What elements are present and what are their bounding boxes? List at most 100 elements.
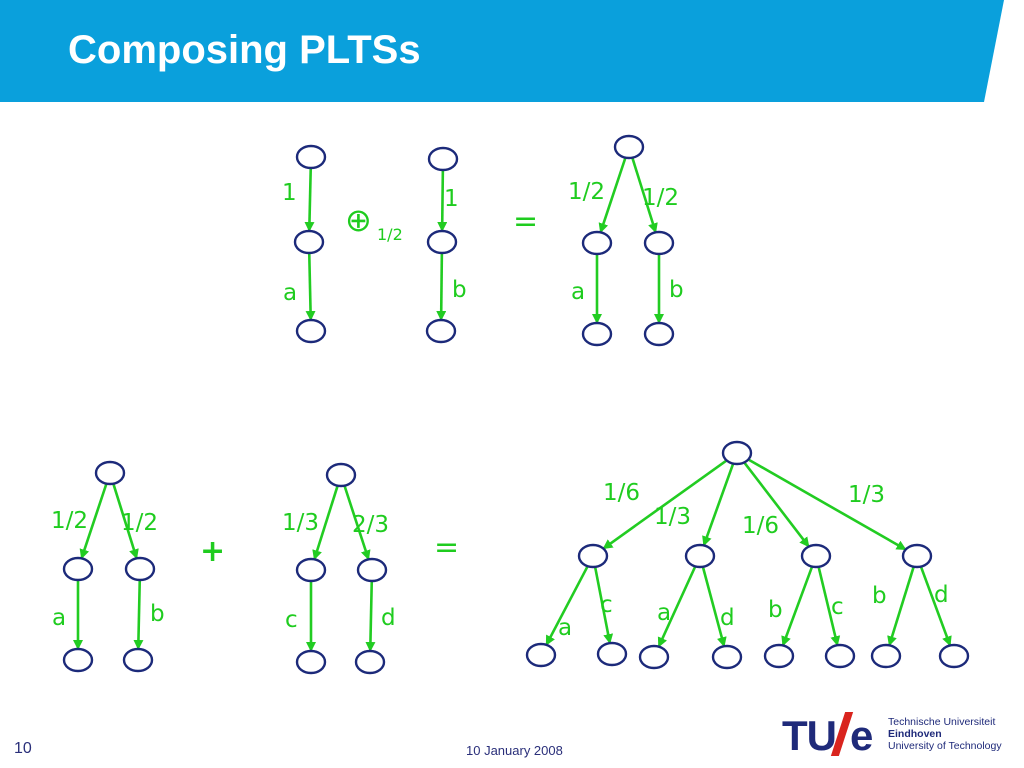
edge-result-d1 <box>701 566 727 648</box>
state-node-g1 <box>525 642 557 668</box>
label-result-prob-3: 1/6 <box>742 513 779 539</box>
label-b2-prob-right: 2/3 <box>352 512 389 538</box>
edge-result-b1 <box>781 566 814 647</box>
plus-operator: + <box>200 534 225 569</box>
label-result-leaf-8: d <box>934 582 949 608</box>
slide-title: Composing PLTSs <box>68 28 421 72</box>
logo-line-2: Eindhoven <box>888 728 942 740</box>
state-node-m1 <box>577 543 609 569</box>
state-node-t3rl <box>643 321 675 347</box>
label-top-result-prob-right: 1/2 <box>642 185 679 211</box>
edge-result-m1 <box>602 459 728 550</box>
edge-top-result-right <box>631 157 658 234</box>
tue-logo: TU e Technische Universiteit Eindhoven U… <box>780 712 1020 762</box>
logo-mark: TU <box>782 712 837 759</box>
state-node-g2 <box>596 641 628 667</box>
state-node-b2rr <box>356 557 388 583</box>
edge-b1-right <box>112 483 139 560</box>
label-b1-prob-right: 1/2 <box>121 510 158 536</box>
state-node-m3 <box>800 543 832 569</box>
operator-subscript: 1/2 <box>377 225 403 244</box>
footer-date: 10 January 2008 <box>466 743 563 758</box>
label-result-prob-4: 1/3 <box>848 482 885 508</box>
state-node-g8 <box>938 643 970 669</box>
state-node-b1rr <box>124 556 156 582</box>
edge-top-right-b <box>436 252 447 322</box>
edge-b2-right <box>343 485 371 561</box>
state-node-b2r <box>325 462 357 488</box>
label-b1-action-left: a <box>52 605 66 631</box>
state-node-b1ll <box>62 647 94 673</box>
state-node-t1c <box>295 318 327 344</box>
state-node-t1a <box>295 144 327 170</box>
equals-bottom: = <box>434 530 459 565</box>
logo-line-1: Technische Universiteit <box>888 716 996 728</box>
state-node-g7 <box>870 643 902 669</box>
edge-result-b2 <box>887 566 915 647</box>
logo-line-3: University of Technology <box>888 740 1002 752</box>
label-top-right-action: b <box>452 277 467 303</box>
state-node-m2 <box>684 543 716 569</box>
edge-result-d2 <box>919 566 952 647</box>
state-node-t2c <box>425 318 457 344</box>
label-result-leaf-5: b <box>768 597 783 623</box>
label-result-leaf-6: c <box>831 594 844 620</box>
state-node-t3rr <box>643 230 675 256</box>
edge-result-c1 <box>593 566 614 645</box>
state-node-t3l <box>581 230 613 256</box>
edge-top-right-1 <box>437 169 448 233</box>
edge-result-m4 <box>747 458 907 551</box>
edge-b1-b <box>133 579 144 651</box>
state-node-t2a <box>427 146 459 172</box>
label-top-left-action: a <box>283 280 297 306</box>
state-node-m4 <box>901 543 933 569</box>
edge-top-result-left <box>598 157 627 234</box>
state-node-b1rl <box>122 647 154 673</box>
state-node-t3r <box>613 134 645 160</box>
edge-result-a2 <box>657 565 697 648</box>
label-result-prob-2: 1/3 <box>654 504 691 530</box>
page-number: 10 <box>14 740 32 757</box>
state-node-b1r <box>94 460 126 486</box>
edge-result-m2 <box>702 463 735 547</box>
state-node-r <box>721 440 753 466</box>
edge-top-left-a <box>305 252 316 322</box>
label-top-right-prob: 1 <box>444 186 459 212</box>
operator-oplus: ⊕ <box>345 201 372 239</box>
edge-result-c2 <box>817 566 841 647</box>
label-result-leaf-2: c <box>600 592 613 618</box>
edge-b2-left <box>312 485 339 561</box>
header-bar <box>0 0 1004 102</box>
state-node-b1l <box>62 556 94 582</box>
label-top-result-action-right: b <box>669 277 684 303</box>
label-result-leaf-7: b <box>872 583 887 609</box>
edge-b2-d <box>365 580 376 653</box>
label-top-result-action-left: a <box>571 279 585 305</box>
state-node-g4 <box>711 644 743 670</box>
label-b2-prob-left: 1/3 <box>282 510 319 536</box>
label-b1-action-right: b <box>150 601 165 627</box>
label-top-left-prob: 1 <box>282 180 297 206</box>
label-b2-action-right: d <box>381 605 396 631</box>
label-result-prob-1: 1/6 <box>603 480 640 506</box>
state-node-g6 <box>824 643 856 669</box>
equals-top: = <box>513 204 538 239</box>
state-node-g3 <box>638 644 670 670</box>
label-result-leaf-3: a <box>657 600 671 626</box>
label-top-result-prob-left: 1/2 <box>568 179 605 205</box>
edge-result-m3 <box>743 461 810 548</box>
label-result-leaf-4: d <box>720 605 735 631</box>
state-node-b2l <box>295 557 327 583</box>
edge-top-left-1 <box>304 167 315 233</box>
state-node-g5 <box>763 643 795 669</box>
edge-result-a1 <box>545 565 589 646</box>
state-node-t3ll <box>581 321 613 347</box>
state-node-t2b <box>426 229 458 255</box>
state-node-b2rl <box>354 649 386 675</box>
label-b2-action-left: c <box>285 607 298 633</box>
label-b1-prob-left: 1/2 <box>51 508 88 534</box>
label-result-leaf-1: a <box>558 615 572 641</box>
edge-b1-left <box>79 483 108 560</box>
state-node-t1b <box>293 229 325 255</box>
